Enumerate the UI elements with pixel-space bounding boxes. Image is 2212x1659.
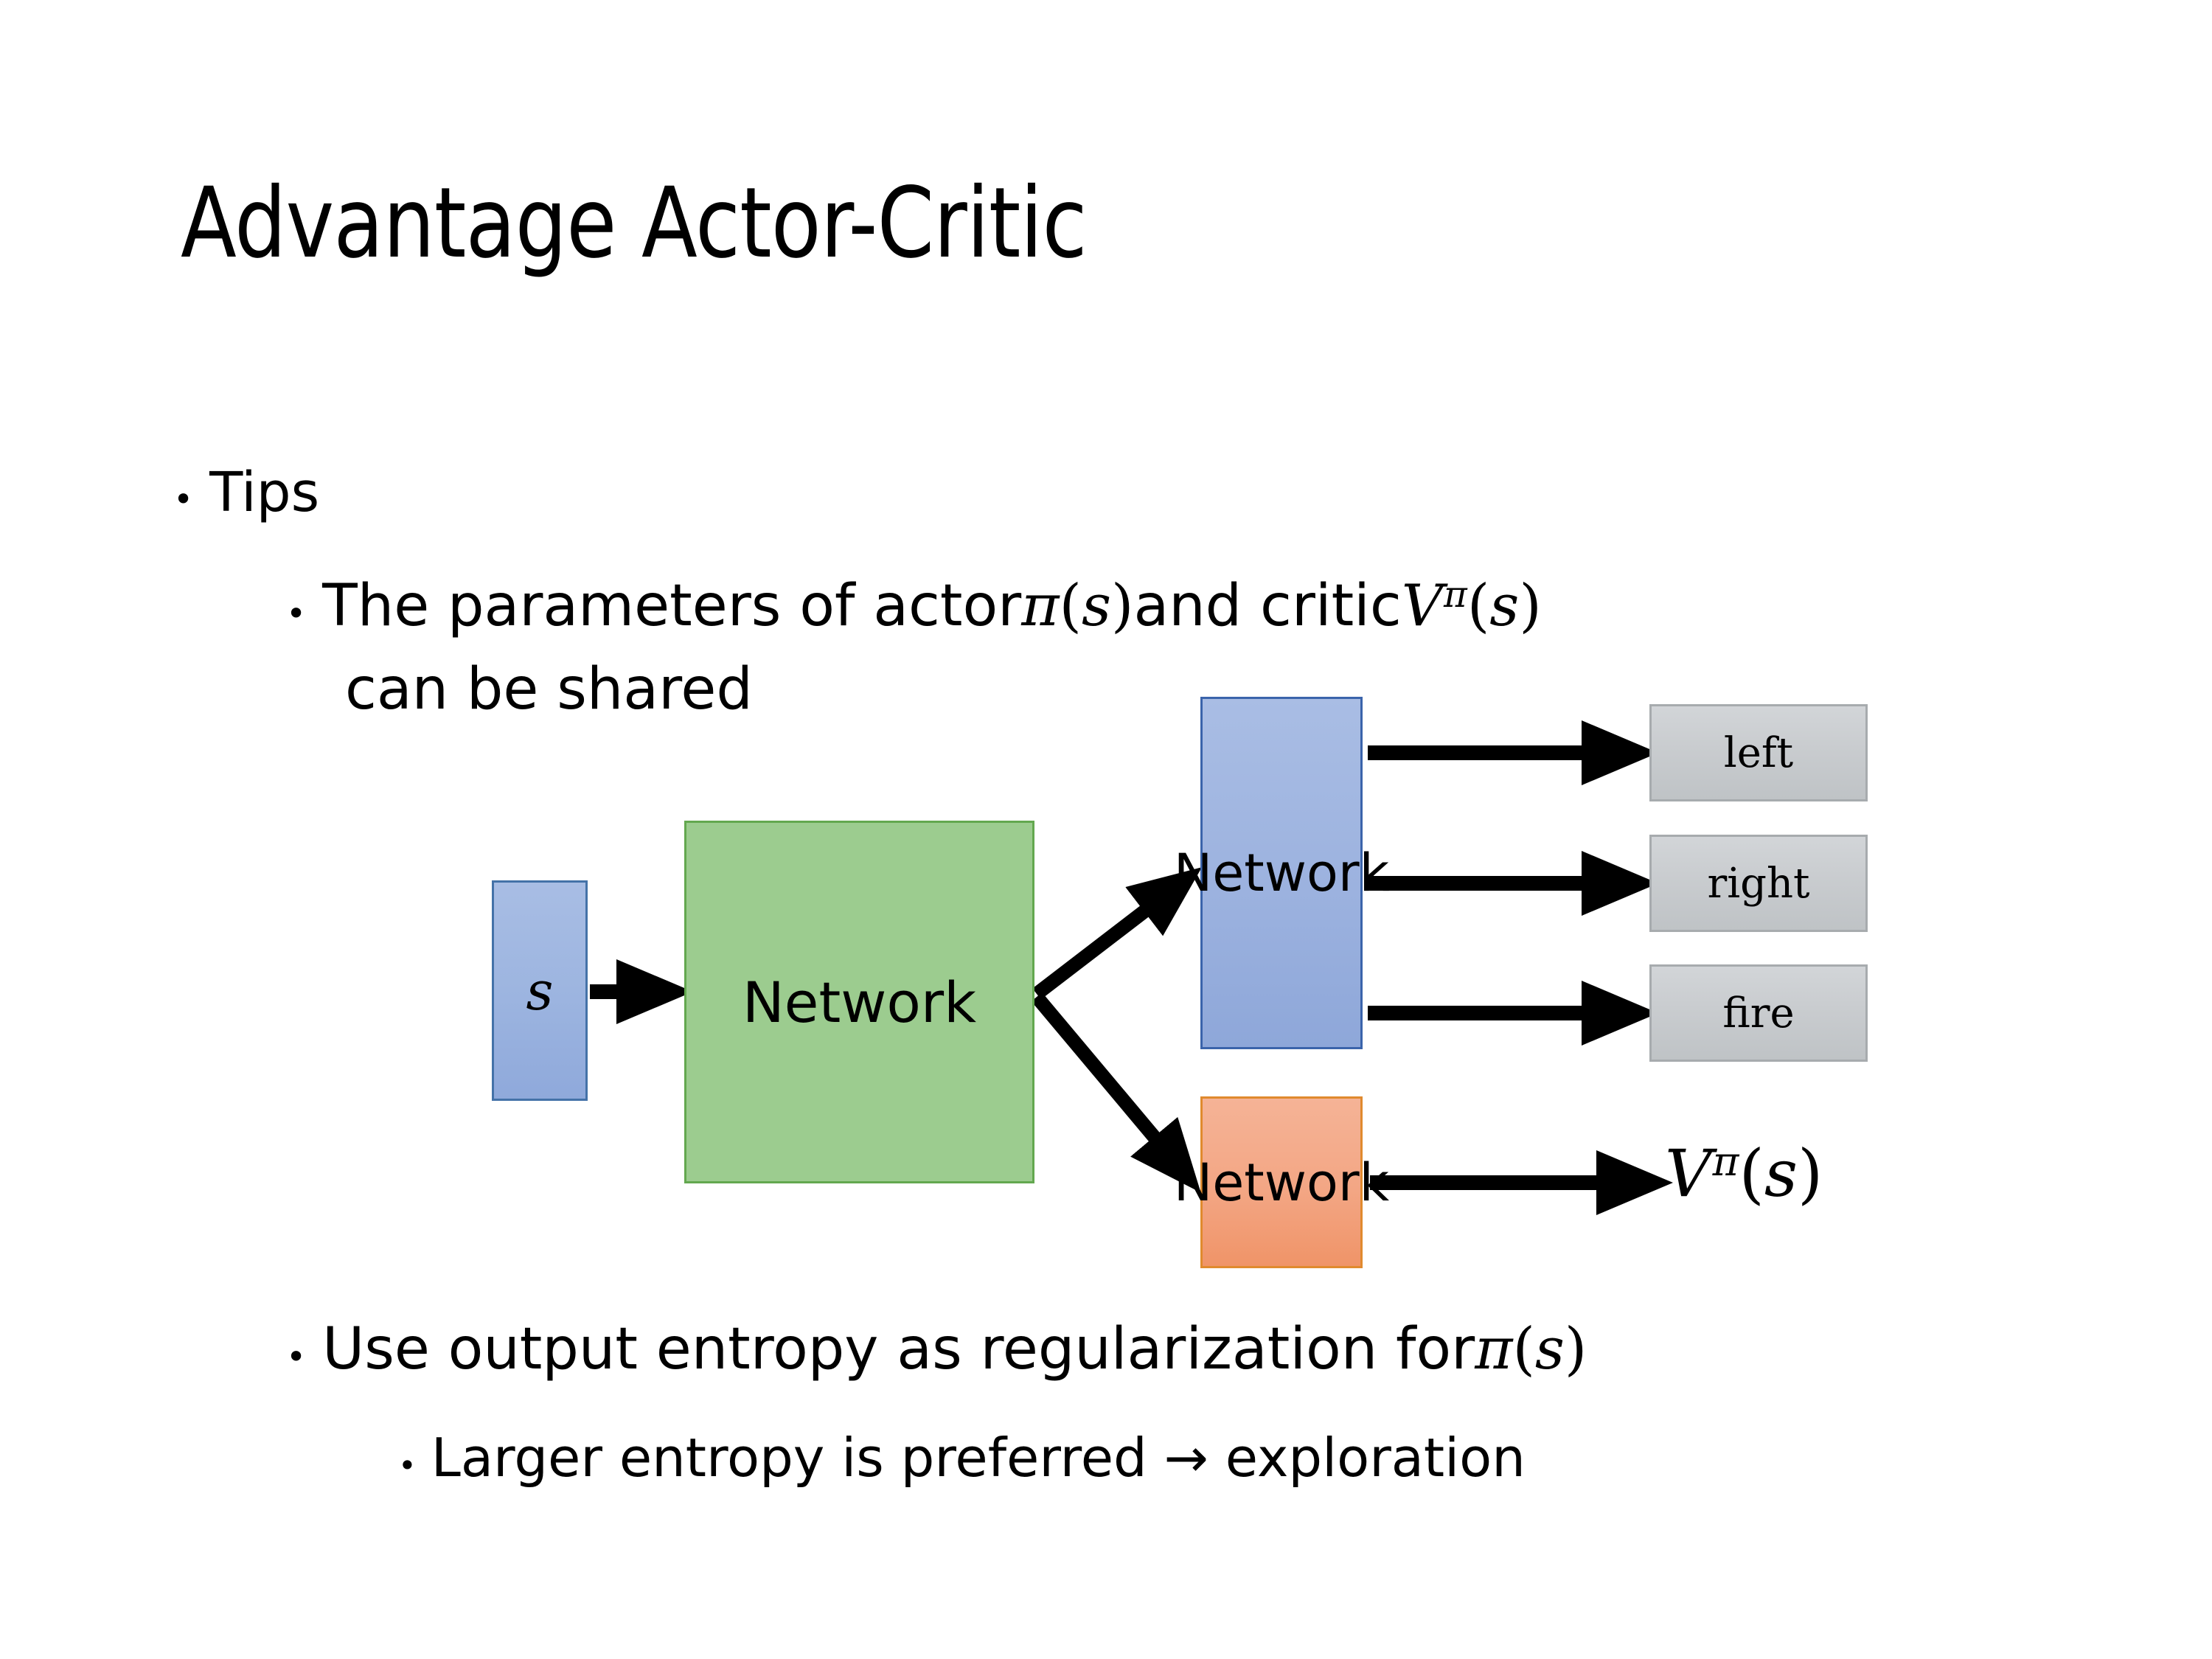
math-close-paren: ) bbox=[1519, 573, 1542, 639]
shared-network-label: Network bbox=[742, 969, 977, 1035]
math-open-paren: ( bbox=[1059, 573, 1082, 639]
action-box-fire[interactable]: fire bbox=[1649, 964, 1868, 1062]
bullet-larger-entropy: • Larger entropy is preferred → explorat… bbox=[398, 1427, 1526, 1489]
bullet-parameters-line2: can be shared bbox=[345, 656, 753, 723]
bullet-parameters-shared: • The parameters of actor π(s) and criti… bbox=[286, 573, 1542, 639]
action-box-left[interactable]: left bbox=[1649, 704, 1868, 801]
critic-network-label: Network bbox=[1173, 1152, 1390, 1213]
page-title: Advantage Actor-Critic bbox=[181, 167, 1087, 280]
action-box-right[interactable]: right bbox=[1649, 835, 1868, 932]
bullet-dot-icon: • bbox=[286, 1337, 307, 1377]
math-pi-superscript: π bbox=[1444, 574, 1467, 616]
bullet-dot-icon: • bbox=[286, 594, 307, 633]
arrow-shared-to-actor bbox=[1032, 867, 1203, 1000]
bullet-larger-entropy-label: Larger entropy is preferred → exploratio… bbox=[431, 1427, 1526, 1489]
value-function-output: Vπ(s) bbox=[1665, 1135, 1823, 1211]
shared-network-box[interactable]: Network bbox=[684, 821, 1034, 1183]
bullet-parameters-middle: and critic bbox=[1133, 573, 1402, 639]
arrow-shared-to-critic bbox=[1031, 992, 1201, 1193]
action-label-right: right bbox=[1707, 859, 1810, 908]
math-critic-value: Vπ(s) bbox=[1402, 573, 1542, 639]
math-state-arg: s bbox=[1534, 1316, 1565, 1382]
action-label-left: left bbox=[1723, 728, 1794, 777]
bullet-dot-icon: • bbox=[173, 479, 194, 519]
math-pi-symbol: π bbox=[1475, 1316, 1513, 1382]
math-state-arg: s bbox=[1489, 573, 1520, 639]
math-v-symbol: V bbox=[1401, 573, 1444, 639]
bullet-tips: • Tips bbox=[173, 461, 319, 524]
bullet-entropy-regularization: • Use output entropy as regularization f… bbox=[286, 1316, 1587, 1382]
math-close-paren: ) bbox=[1798, 1135, 1823, 1211]
actor-network-box[interactable]: Network bbox=[1174, 697, 1389, 1049]
bullet-tips-label: Tips bbox=[209, 461, 320, 524]
math-open-paren: ( bbox=[1467, 573, 1490, 639]
math-pi-symbol: π bbox=[1021, 573, 1060, 639]
bullet-dot-icon: • bbox=[398, 1447, 417, 1484]
math-close-paren: ) bbox=[1111, 573, 1134, 639]
actor-network-label: Network bbox=[1173, 843, 1390, 903]
critic-network-box[interactable]: Network bbox=[1174, 1096, 1389, 1268]
math-policy: π(s) bbox=[1475, 1316, 1587, 1382]
bullet-entropy-prefix: Use output entropy as regularization for bbox=[322, 1316, 1475, 1382]
math-actor-policy: π(s) bbox=[1021, 573, 1133, 639]
bullet-parameters-prefix: The parameters of actor bbox=[322, 573, 1022, 639]
math-state-arg: s bbox=[1764, 1135, 1798, 1211]
math-open-paren: ( bbox=[1512, 1316, 1535, 1382]
math-state-arg: s bbox=[1081, 573, 1111, 639]
math-pi-superscript: π bbox=[1712, 1137, 1739, 1185]
input-state-box[interactable]: s bbox=[492, 880, 588, 1101]
input-state-label: s bbox=[526, 959, 554, 1022]
math-open-paren: ( bbox=[1739, 1135, 1764, 1211]
math-v-symbol: V bbox=[1665, 1135, 1712, 1211]
action-label-fire: fire bbox=[1722, 989, 1795, 1037]
math-close-paren: ) bbox=[1564, 1316, 1587, 1382]
